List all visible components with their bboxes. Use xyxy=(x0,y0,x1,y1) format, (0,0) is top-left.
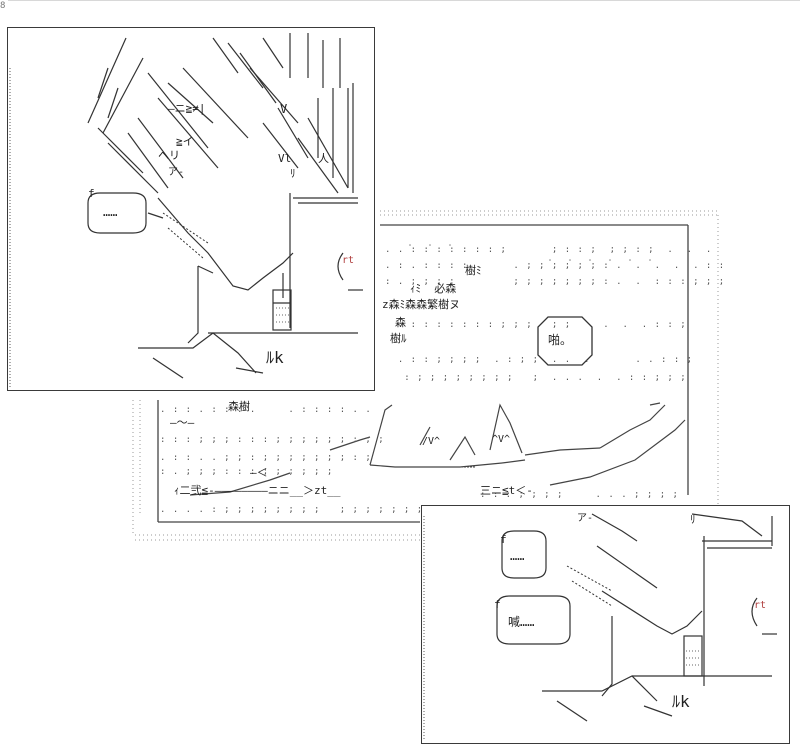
ri-mark-br: ﾘ xyxy=(690,513,696,526)
ruku-mark: ﾙk xyxy=(266,348,284,367)
mori-text-6: 森樹 xyxy=(228,400,250,413)
middle-lt-mark: —＜ xyxy=(250,466,268,479)
middle-dots-1: . . : : : : : : : ; ; : : ; ; ; : ; . . … xyxy=(385,245,713,255)
speech-bubble-text: …… xyxy=(103,205,118,219)
ri-mark: ﾘ xyxy=(290,167,296,180)
middle-dots-5: . : : ; ; ; ; . : ; ; . . . . . : : ; xyxy=(385,355,694,365)
kana-a: ア‐ xyxy=(168,167,185,178)
bottom-right-figure-lines xyxy=(423,513,777,741)
middle-dots-4: : : : : : : : : ; ; ; ; ; . . . : : ; xyxy=(385,320,687,330)
panel-bottom-right: f …… f 喊…… ア‐ ﾘ rt ﾙk xyxy=(421,505,790,744)
kana-a-br: ア‐ xyxy=(577,513,594,524)
yen-symbols: ヘリ xyxy=(158,149,180,162)
window-top-edge xyxy=(8,0,800,3)
top-left-figure-lines xyxy=(9,33,363,388)
middle-mountain-v1: /V^ xyxy=(422,436,441,447)
side-face-rt: rt xyxy=(342,255,355,266)
middle-mountain-v2: ^V^ xyxy=(492,434,511,445)
middle-dots-12: : : : ; ; ; ; . . . ; ; ; ; xyxy=(480,490,679,500)
octagon-speech-text: 啪。 xyxy=(548,333,573,347)
speech-bubble-2-text: 喊…… xyxy=(508,615,535,629)
hito-mark: 人 xyxy=(318,152,329,165)
middle-dots-9: . : : . . ; ; : ; ; ; ; ; ; ; : ; xyxy=(160,453,372,463)
mori-text-4: 森 xyxy=(395,316,406,329)
eq-symbols: —ニ≧≠| xyxy=(168,102,206,115)
mori-text-1: 樹ﾐ xyxy=(465,264,482,277)
middle-dots-2: . : . : : : : . ; ; ; ; ; ; : . . . . . … xyxy=(385,261,725,271)
speech-bubble-1-text: …… xyxy=(510,549,525,563)
corner-label: 8 xyxy=(0,1,6,11)
ge-symbols: ≧イ xyxy=(176,135,194,148)
middle-bottom-line-2: 三ニ≦t＜‐ xyxy=(480,484,533,497)
middle-dots-7: . : : . : : : . . : : : : . . xyxy=(160,405,372,415)
vi-mark: Vl xyxy=(278,152,292,165)
bubble-f: f xyxy=(88,187,95,200)
bubble1-f: f xyxy=(500,533,507,546)
ruku-mark-br: ﾙk xyxy=(672,692,690,711)
middle-wave: —〜— xyxy=(170,416,195,429)
mori-text-5: 樹ﾙ xyxy=(390,332,407,345)
middle-scene-lines xyxy=(132,210,720,541)
bubble2-f: f xyxy=(494,598,501,611)
middle-dots-10: : . ; ; ; : : : ; ; ; ; ; ; xyxy=(160,467,334,477)
side-face-rt-br: rt xyxy=(754,600,767,611)
panel-middle-scene: . . : : : : : : : ; ; : : ; ; ; : ; . . … xyxy=(130,205,725,545)
mori-text-2: ｨﾐ 必森 xyxy=(410,282,457,295)
middle-dots-8: : : : ; ; ; : : : ; ; ; ; ; ; : ; ; xyxy=(160,435,385,445)
panel-top-left: —ニ≧≠| ≧イ ヘリ ア‐ f …… V Vl ﾘ 人 rt ﾙk xyxy=(7,27,375,391)
mori-text-3: z森ﾐ森森繁樹ヌ xyxy=(382,298,461,311)
middle-bottom-line: ｨ二弐≦‐————————ニニ__＞zt__ xyxy=(174,484,341,497)
v-mark: V xyxy=(280,102,288,116)
middle-dots-6: : ; ; ; ; ; ; ; ; ; . . . . . : : ; ; ; xyxy=(385,373,687,383)
middle-dots-3: : . ; ; ; ; ; ; ; ; ; ; ; : . . : : : ; … xyxy=(385,277,725,287)
